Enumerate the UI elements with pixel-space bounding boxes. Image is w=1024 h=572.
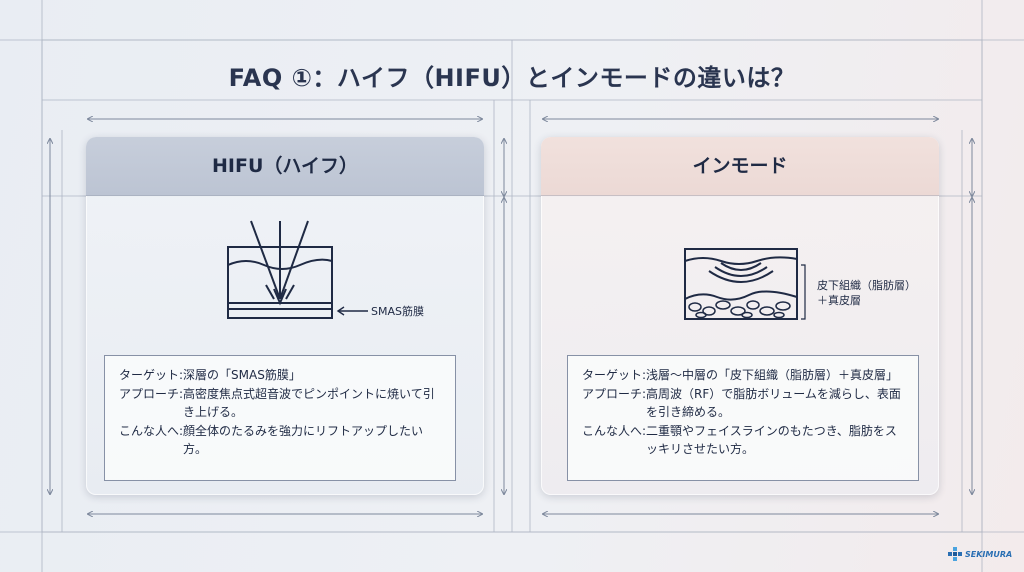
- list-item: ターゲット: 深層の「SMAS筋膜」: [119, 368, 301, 382]
- list-item: こんな人へ: 二重顎やフェイスラインのもたつき、脂肪をスッキリさせたい方。: [582, 423, 897, 457]
- hifu-card: HIFU（ハイフ） SMAS筋膜 ターゲット: 深層の「SMAS筋膜」 アプロー…: [86, 137, 484, 495]
- page-title: FAQ ①：ハイフ（HIFU）とインモードの違いは？: [228, 64, 796, 92]
- inmode-description-box: ターゲット: 浅層〜中層の「皮下組織（脂肪層）＋真皮層」 アプローチ: 高周波（…: [567, 355, 919, 481]
- dermis-label: ＋真皮層: [817, 294, 861, 307]
- inmode-card-heading: インモード: [541, 137, 939, 196]
- hifu-skin-diagram-icon: [227, 220, 368, 319]
- smas-label: SMAS筋膜: [371, 305, 424, 318]
- logo-text: SEKIMURA: [965, 549, 1013, 559]
- hifu-card-heading: HIFU（ハイフ）: [86, 137, 484, 196]
- list-item: こんな人へ: 顔全体のたるみを強力にリフトアップしたい方。: [119, 423, 424, 457]
- sekimura-logo: SEKIMURA: [948, 546, 1012, 562]
- inmode-card: インモード 皮下組織（脂肪層） ＋真皮層 ターゲット:: [541, 137, 939, 495]
- list-item: アプローチ: 高密度焦点式超音波でピンポイントに焼いて引き上げる。: [119, 386, 435, 420]
- logo-mark-icon: [948, 547, 962, 561]
- subcutaneous-label: 皮下組織（脂肪層）: [817, 279, 916, 292]
- hifu-description-box: ターゲット: 深層の「SMAS筋膜」 アプローチ: 高密度焦点式超音波でピンポイ…: [104, 355, 456, 481]
- list-item: ターゲット: 浅層〜中層の「皮下組織（脂肪層）＋真皮層」: [582, 368, 899, 382]
- list-item: アプローチ: 高周波（RF）で脂肪ボリュームを減らし、表面を引き締める。: [582, 386, 901, 420]
- inmode-skin-diagram-icon: [684, 248, 806, 320]
